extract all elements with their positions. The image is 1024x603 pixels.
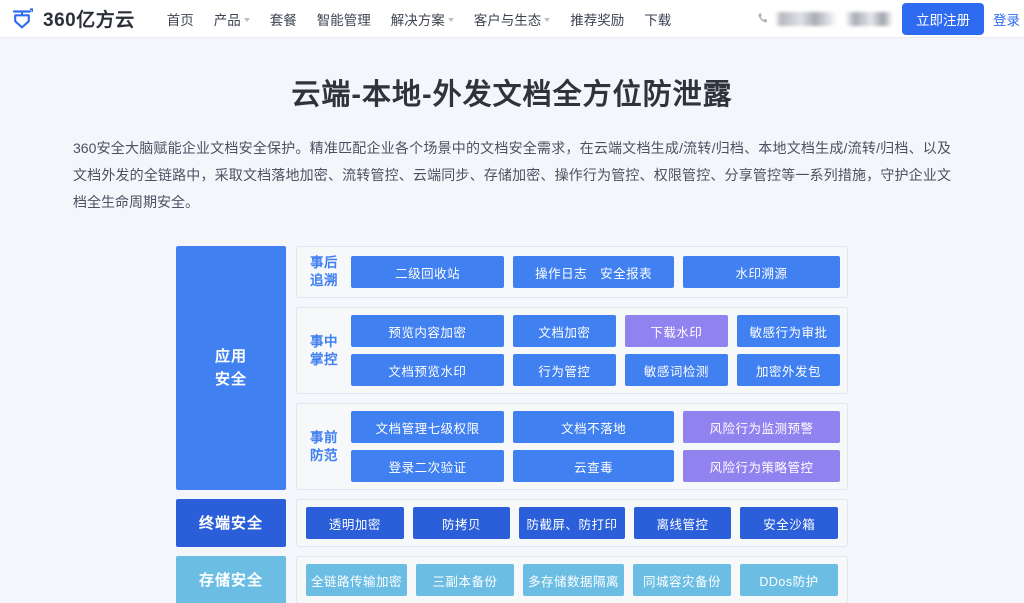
chip-row: 预览内容加密 文档加密 下载水印 敏感行为审批 xyxy=(351,315,840,347)
chip-login-two-factor-auth[interactable]: 登录二次验证 xyxy=(351,450,505,482)
chip-offline-control[interactable]: 离线管控 xyxy=(633,507,732,539)
group-label-line1: 事前 xyxy=(310,429,338,445)
hero-section: 云端-本地-外发文档全方位防泄露 360安全大脑赋能企业文档安全保护。精准匹配企… xyxy=(0,38,1024,216)
nav-label: 套餐 xyxy=(269,12,297,28)
nav-item-referral-rewards[interactable]: 推荐奖励 xyxy=(570,9,624,29)
group-rows: 预览内容加密 文档加密 下载水印 敏感行为审批 文档预览水印 行为管控 敏感词检… xyxy=(351,315,840,386)
tier-body-application-security: 事后 追溯 二级回收站 操作日志 安全报表 水印溯源 事中 掌控 xyxy=(296,246,848,490)
group-label-post-incident-tracing: 事后 追溯 xyxy=(304,254,344,290)
nav-label: 下载 xyxy=(644,12,672,28)
endpoint-security-chips: 透明加密 防拷贝 防截屏、防打印 离线管控 安全沙箱 xyxy=(296,499,848,547)
chip-preview-content-encryption[interactable]: 预览内容加密 xyxy=(351,315,504,347)
contact-phone[interactable] xyxy=(757,11,893,26)
storage-security-chips: 全链路传输加密 三副本备份 多存储数据隔离 同城容灾备份 DDos防护 xyxy=(296,556,848,603)
group-label-in-incident-control: 事中 掌控 xyxy=(304,333,344,369)
group-post-incident-tracing: 事后 追溯 二级回收站 操作日志 安全报表 水印溯源 xyxy=(296,246,848,298)
nav-label: 产品 xyxy=(213,12,241,28)
chip-no-local-document-landing[interactable]: 文档不落地 xyxy=(513,411,674,443)
tier-label-line2: 安全 xyxy=(214,371,247,388)
chip-encrypted-outbound-package[interactable]: 加密外发包 xyxy=(736,354,840,386)
chip-document-preview-watermark[interactable]: 文档预览水印 xyxy=(351,354,504,386)
group-pre-incident-prevention: 事前 防范 文档管理七级权限 文档不落地 风险行为监测预警 登录二次验证 云查毒… xyxy=(296,403,848,490)
chip-seven-level-document-permission[interactable]: 文档管理七级权限 xyxy=(351,411,505,443)
group-label-line2: 防范 xyxy=(310,447,338,463)
tier-label-application-security: 应用 安全 xyxy=(176,246,286,490)
nav-label: 推荐奖励 xyxy=(570,12,625,28)
tier-application-security: 应用 安全 事后 追溯 二级回收站 操作日志 安全报表 水印溯源 xyxy=(176,246,848,490)
group-rows: 二级回收站 操作日志 安全报表 水印溯源 xyxy=(351,256,840,288)
group-label-line2: 追溯 xyxy=(310,273,338,288)
nav-item-packages[interactable]: 套餐 xyxy=(270,9,297,29)
brand-name: 360亿方云 xyxy=(43,10,135,31)
chip-triple-replica-backup[interactable]: 三副本备份 xyxy=(415,564,514,596)
chevron-down-icon xyxy=(544,17,551,22)
chip-behavior-control[interactable]: 行为管控 xyxy=(512,354,616,386)
chip-row: 二级回收站 操作日志 安全报表 水印溯源 xyxy=(351,256,840,288)
chip-multi-storage-data-isolation[interactable]: 多存储数据隔离 xyxy=(523,564,624,596)
chip-sensitive-behavior-approval[interactable]: 敏感行为审批 xyxy=(736,315,840,347)
chip-document-encryption[interactable]: 文档加密 xyxy=(512,315,616,347)
chip-cloud-antivirus[interactable]: 云查毒 xyxy=(513,450,674,482)
login-link[interactable]: 登录 xyxy=(993,12,1020,28)
chip-transparent-encryption[interactable]: 透明加密 xyxy=(306,507,404,539)
chip-row: 文档管理七级权限 文档不落地 风险行为监测预警 xyxy=(351,411,840,443)
chip-same-city-disaster-recovery-backup[interactable]: 同城容灾备份 xyxy=(632,564,731,596)
tier-label-storage-security: 存储安全 xyxy=(176,556,286,603)
tier-storage-security: 存储安全 全链路传输加密 三副本备份 多存储数据隔离 同城容灾备份 DDos防护 xyxy=(176,556,848,603)
nav-item-download[interactable]: 下载 xyxy=(644,9,671,29)
chip-risk-behavior-policy-control[interactable]: 风险行为策略管控 xyxy=(683,450,840,482)
security-architecture-diagram: 应用 安全 事后 追溯 二级回收站 操作日志 安全报表 水印溯源 xyxy=(176,246,848,603)
page-title: 云端-本地-外发文档全方位防泄露 xyxy=(291,79,733,111)
nav-item-solutions[interactable]: 解决方案 xyxy=(391,9,454,29)
chevron-down-icon xyxy=(243,17,250,22)
main-nav: 首页 产品 套餐 智能管理 解决方案 客户与生态 推荐奖励 下载 xyxy=(167,9,672,29)
chevron-down-icon xyxy=(447,17,454,22)
phone-icon xyxy=(758,13,767,23)
nav-item-products[interactable]: 产品 xyxy=(214,9,250,29)
nav-item-customers-ecosystem[interactable]: 客户与生态 xyxy=(474,9,551,29)
chip-security-sandbox[interactable]: 安全沙箱 xyxy=(740,507,839,539)
nav-label: 客户与生态 xyxy=(473,12,542,28)
chip-row: 登录二次验证 云查毒 风险行为策略管控 xyxy=(351,450,840,482)
group-label-line2: 掌控 xyxy=(310,351,338,367)
phone-number-blurred xyxy=(775,11,893,26)
chip-full-link-transmission-encryption[interactable]: 全链路传输加密 xyxy=(306,564,407,596)
tier-endpoint-security: 终端安全 透明加密 防拷贝 防截屏、防打印 离线管控 安全沙箱 xyxy=(176,499,848,547)
group-label-line1: 事后 xyxy=(310,255,338,270)
nav-item-smart-management[interactable]: 智能管理 xyxy=(317,9,371,29)
register-button[interactable]: 立即注册 xyxy=(902,2,984,35)
tier-label-endpoint-security: 终端安全 xyxy=(176,499,286,547)
chip-secondary-recycle-bin[interactable]: 二级回收站 xyxy=(351,256,505,288)
hero-description: 360安全大脑赋能企业文档安全保护。精准匹配企业各个场景中的文档安全需求，在云端… xyxy=(73,140,951,210)
chip-row: 文档预览水印 行为管控 敏感词检测 加密外发包 xyxy=(351,354,840,386)
chip-operation-log-security-report[interactable]: 操作日志 安全报表 xyxy=(513,256,674,288)
chip-watermark-tracing[interactable]: 水印溯源 xyxy=(683,256,840,288)
nav-label: 解决方案 xyxy=(390,12,445,28)
chip-sensitive-word-detection[interactable]: 敏感词检测 xyxy=(624,354,728,386)
nav-label: 智能管理 xyxy=(316,12,371,28)
chip-risk-behavior-monitoring-alert[interactable]: 风险行为监测预警 xyxy=(683,411,840,443)
chip-screenshot-print-protection[interactable]: 防截屏、防打印 xyxy=(519,507,625,539)
top-navbar: 360亿方云 首页 产品 套餐 智能管理 解决方案 客户与生态 推荐奖励 下载 xyxy=(0,0,1024,38)
group-rows: 文档管理七级权限 文档不落地 风险行为监测预警 登录二次验证 云查毒 风险行为策… xyxy=(351,411,840,482)
nav-item-home[interactable]: 首页 xyxy=(167,9,194,29)
navbar-actions: 立即注册 登录 xyxy=(757,2,1024,35)
group-in-incident-control: 事中 掌控 预览内容加密 文档加密 下载水印 敏感行为审批 文档预览水印 行为管… xyxy=(296,307,848,394)
group-label-line1: 事中 xyxy=(310,333,338,349)
chip-copy-protection[interactable]: 防拷贝 xyxy=(412,507,511,539)
shield-logo-icon xyxy=(12,7,33,28)
chip-download-watermark[interactable]: 下载水印 xyxy=(624,315,728,347)
brand-logo[interactable]: 360亿方云 xyxy=(0,5,135,32)
tier-label-line1: 应用 xyxy=(214,348,247,365)
group-label-pre-incident-prevention: 事前 防范 xyxy=(304,429,344,465)
chip-ddos-protection[interactable]: DDos防护 xyxy=(740,564,839,596)
nav-label: 首页 xyxy=(166,12,194,28)
